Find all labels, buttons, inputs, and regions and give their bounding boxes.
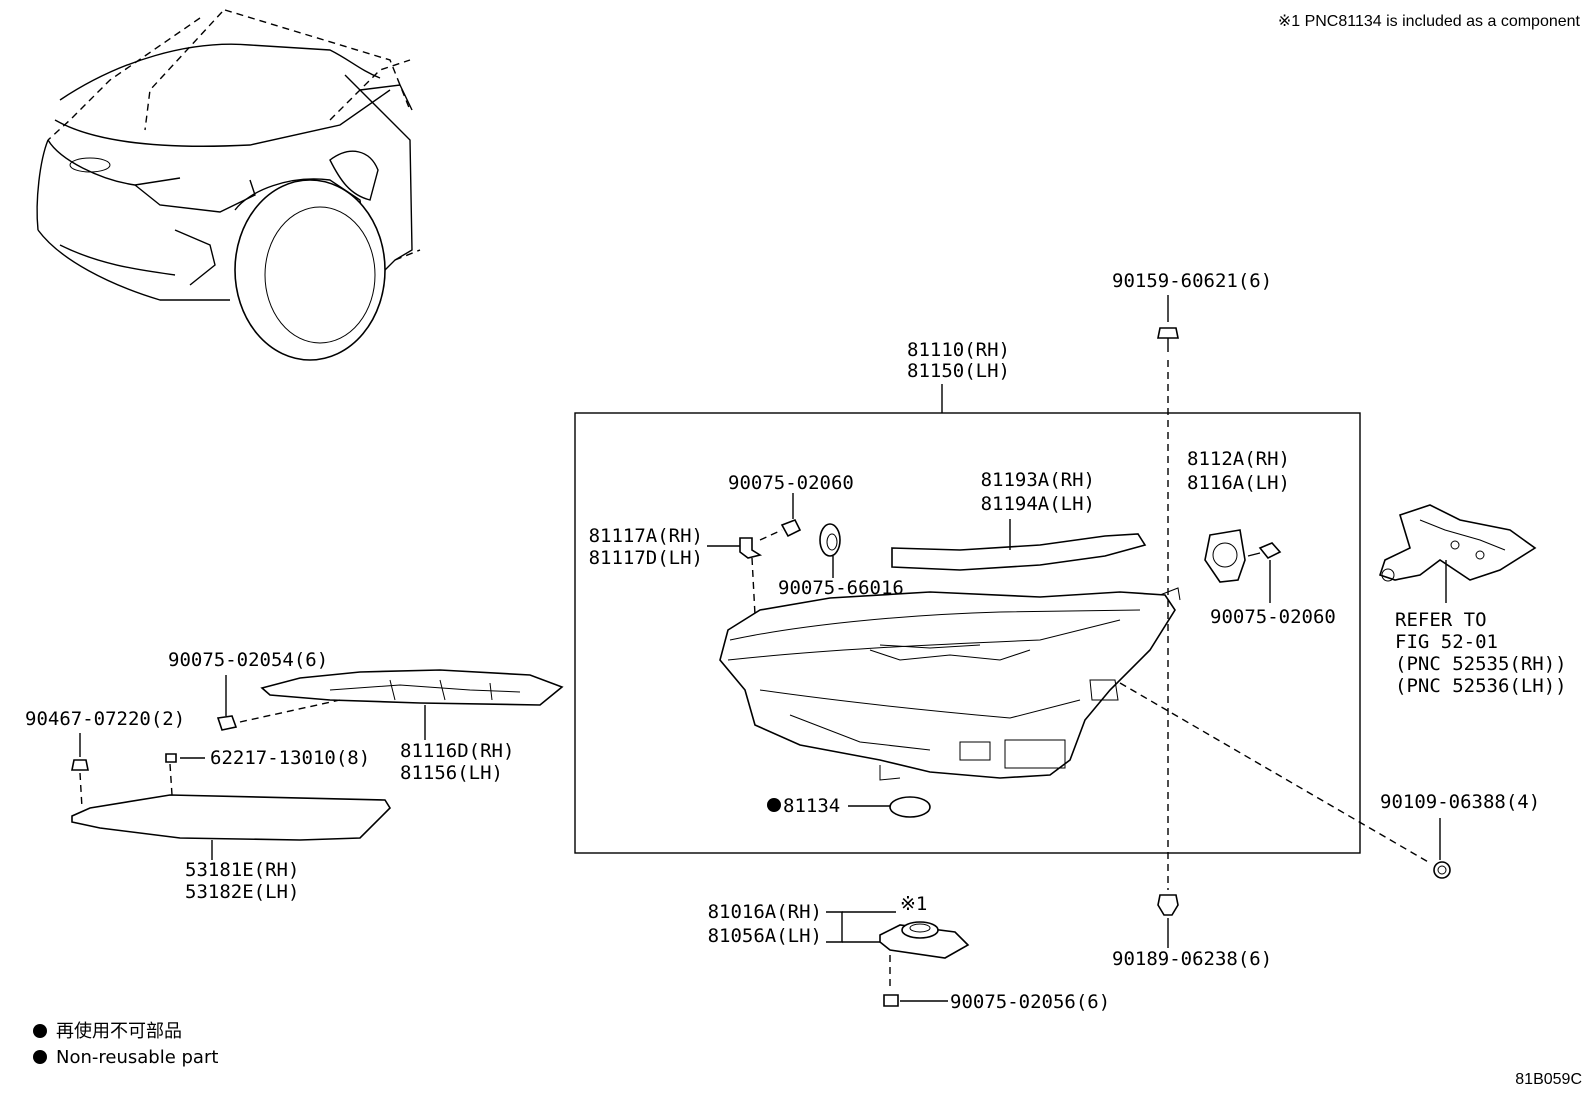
legend-en: Non-reusable part	[56, 1047, 218, 1068]
cover-strip-81193: 81193A(RH) 81194A(LH)	[891, 469, 1147, 571]
bracket-81117: 90075-02060 81117A(RH) 81117D(LH)	[589, 472, 854, 616]
label-8112a: 8112A(RH)	[1187, 448, 1290, 470]
refer-line-1: REFER TO	[1395, 609, 1487, 631]
label-81156: 81156(LH)	[400, 762, 503, 784]
label-81110: 81110(RH)	[907, 339, 1010, 361]
bolt-90159-60621: 90159-60621(6)	[1112, 270, 1272, 890]
label-81016a: 81016A(RH)	[708, 901, 822, 923]
label-81193a: 81193A(RH)	[981, 469, 1095, 491]
assembly-box	[574, 412, 1361, 854]
label-81117a: 81117A(RH)	[589, 525, 703, 547]
label-90075-66016: 90075-66016	[778, 577, 904, 599]
cap-90075-66016: 90075-66016	[778, 523, 904, 599]
headlamp-assembly-group: 81110(RH) 81150(LH)	[574, 339, 1361, 854]
ref-mark-1: ※1	[900, 893, 927, 915]
label-90189-06238: 90189-06238(6)	[1112, 948, 1272, 970]
label-90075-02056: 90075-02056(6)	[950, 991, 1110, 1013]
label-62217-13010: 62217-13010(8)	[210, 747, 370, 769]
label-53182e: 53182E(LH)	[185, 881, 299, 903]
legend-jp: 再使用不可部品	[56, 1021, 182, 1042]
legend: 再使用不可部品 Non-reusable part	[33, 1021, 218, 1068]
computer-81016a: 81016A(RH) 81056A(LH) ※1 90075-02056(6)	[708, 893, 1111, 1013]
refer-line-4: (PNC 52536(LH))	[1395, 675, 1567, 697]
unit-8112a: 8112A(RH) 8116A(LH)	[1187, 448, 1290, 583]
label-90109-06388: 90109-06388(4)	[1380, 791, 1540, 813]
label-81117d: 81117D(LH)	[589, 547, 703, 569]
cover-81116d: 81116D(RH) 81156(LH)	[239, 669, 564, 784]
label-90467-07220: 90467-07220(2)	[25, 708, 185, 730]
label-90075-02060-right: 90075-02060	[1210, 606, 1336, 628]
seal-53181e: 53181E(RH) 53182E(LH)	[71, 794, 392, 903]
label-81116d: 81116D(RH)	[400, 740, 514, 762]
diagram-code: 81B059C	[1515, 1071, 1582, 1088]
label-81150: 81150(LH)	[907, 360, 1010, 382]
label-81056a: 81056A(LH)	[708, 925, 822, 947]
refer-line-3: (PNC 52535(RH))	[1395, 653, 1567, 675]
header-note: ※1 PNC81134 is included as a component	[1278, 13, 1581, 30]
legend-marker-jp	[33, 1024, 47, 1038]
legend-marker-en	[33, 1050, 47, 1064]
label-90159-60621: 90159-60621(6)	[1112, 270, 1272, 292]
gasket-81134: 81134	[767, 795, 931, 818]
label-90075-02054: 90075-02054(6)	[168, 649, 328, 671]
headlamp-unit	[719, 587, 1181, 781]
refer-line-2: FIG 52-01	[1395, 631, 1498, 653]
screw-90075-02060-right: 90075-02060	[1210, 542, 1336, 628]
clip-90467-07220: 90467-07220(2)	[25, 708, 185, 809]
clip-62217-13010: 62217-13010(8)	[165, 747, 370, 796]
bolt-90189-06238: 90189-06238(6)	[1112, 894, 1272, 970]
label-81194a: 81194A(LH)	[981, 493, 1095, 515]
screw-90109-06388: 90109-06388(4)	[1119, 682, 1540, 879]
label-90075-02060-bracket: 90075-02060	[728, 472, 854, 494]
reference-bracket: REFER TO FIG 52-01 (PNC 52535(RH)) (PNC …	[1378, 504, 1567, 697]
vehicle-illustration	[36, 9, 421, 361]
screw-90075-02054: 90075-02054(6)	[168, 649, 328, 731]
non-reusable-marker	[767, 798, 781, 812]
label-81134: 81134	[783, 795, 840, 817]
label-53181e: 53181E(RH)	[185, 859, 299, 881]
label-8116a: 8116A(LH)	[1187, 472, 1290, 494]
